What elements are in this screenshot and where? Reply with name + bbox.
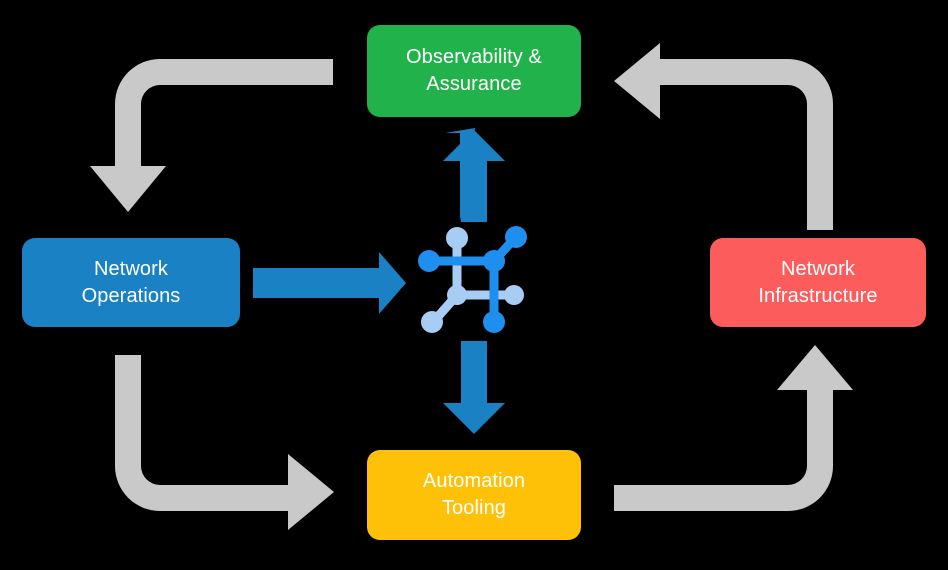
node-observability-assurance[interactable]: Observability & Assurance	[367, 25, 581, 117]
arrow-infrastructure-to-observability	[614, 43, 833, 230]
node-label: Network Operations	[82, 256, 181, 310]
node-label-line1: Automation	[422, 470, 526, 492]
node-label-line1: Network	[93, 257, 169, 280]
arrow-observability-to-operations	[90, 59, 333, 212]
node-label-line1: Observability &	[406, 46, 542, 68]
arrow-automation-to-infrastructure	[614, 345, 853, 511]
node-network-operations[interactable]: Network Operations	[22, 238, 240, 327]
icon-dark-nodes	[418, 226, 527, 333]
node-label: Automation Tooling	[423, 468, 525, 522]
arrow-center-to-automation	[443, 341, 505, 434]
arrow-center-to-observability	[443, 128, 505, 222]
node-label: Observability & Assurance	[406, 44, 542, 98]
node-label-line2: Infrastructure	[758, 284, 878, 307]
node-label-line2: Tooling	[441, 497, 507, 519]
arrow-operations-to-center	[253, 252, 406, 314]
arrow-operations-to-automation	[115, 355, 334, 530]
icon-light-nodes	[421, 227, 524, 333]
node-label-line2: Operations	[81, 284, 181, 307]
network-topology-icon	[418, 226, 527, 333]
node-network-infrastructure[interactable]: Network Infrastructure	[710, 238, 926, 327]
node-automation-tooling[interactable]: Automation Tooling	[367, 450, 581, 540]
node-label: Network Infrastructure	[758, 256, 877, 310]
node-label-line1: Network	[780, 257, 856, 280]
node-label-line2: Assurance	[426, 73, 522, 95]
